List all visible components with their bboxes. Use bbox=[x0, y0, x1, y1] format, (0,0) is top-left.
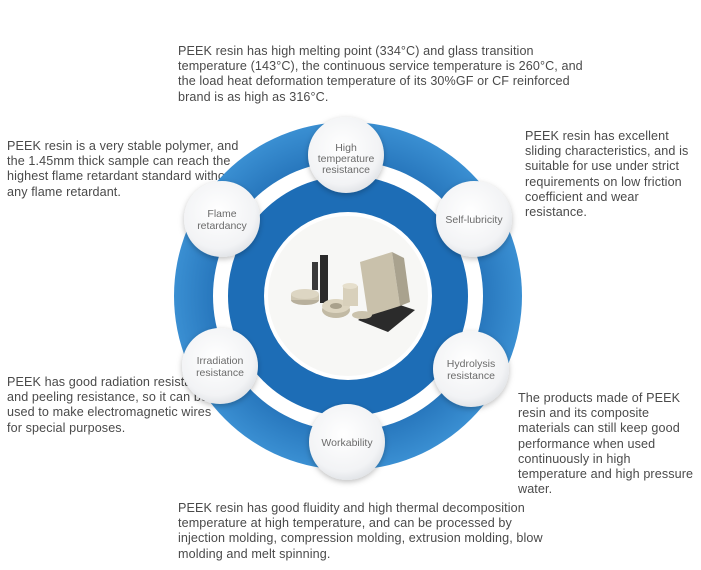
node-irradiation-resistance bbox=[182, 328, 258, 404]
flame-retardancy-label-1: Flame bbox=[207, 208, 236, 220]
self-lubricity-description: PEEK resin has excellent sliding charact… bbox=[525, 129, 689, 220]
workability-label: Workability bbox=[321, 437, 373, 449]
hydrolysis-resistance-description: The products made of PEEK resin and its … bbox=[518, 391, 694, 497]
irradiation-label-2: resistance bbox=[196, 367, 244, 379]
irradiation-resistance-description: PEEK has good radiation resistance and p… bbox=[7, 375, 213, 435]
hydrolysis-label-1: Hydrolysis bbox=[447, 358, 495, 370]
node-hydrolysis-resistance bbox=[433, 331, 509, 407]
node-flame-retardancy bbox=[184, 181, 260, 257]
high-temperature-label-2: temperature bbox=[318, 153, 375, 165]
peek-products-image bbox=[268, 216, 428, 376]
workability-description: PEEK resin has good fluidity and high th… bbox=[178, 501, 543, 561]
flame-retardancy-description: PEEK resin is a very stable polymer, and… bbox=[7, 139, 239, 199]
node-self-lubricity bbox=[436, 181, 512, 257]
node-workability bbox=[309, 404, 385, 480]
high-temperature-label-3: resistance bbox=[322, 164, 370, 176]
irradiation-label-1: Irradiation bbox=[197, 355, 244, 367]
flame-retardancy-label-2: retardancy bbox=[197, 220, 247, 232]
self-lubricity-label: Self-lubricity bbox=[445, 214, 503, 226]
hydrolysis-label-2: resistance bbox=[447, 370, 495, 382]
high-temperature-label-1: High bbox=[335, 142, 357, 154]
high-temperature-description: PEEK resin has high melting point (334°C… bbox=[178, 44, 583, 104]
node-high-temperature-resistance bbox=[308, 117, 384, 193]
